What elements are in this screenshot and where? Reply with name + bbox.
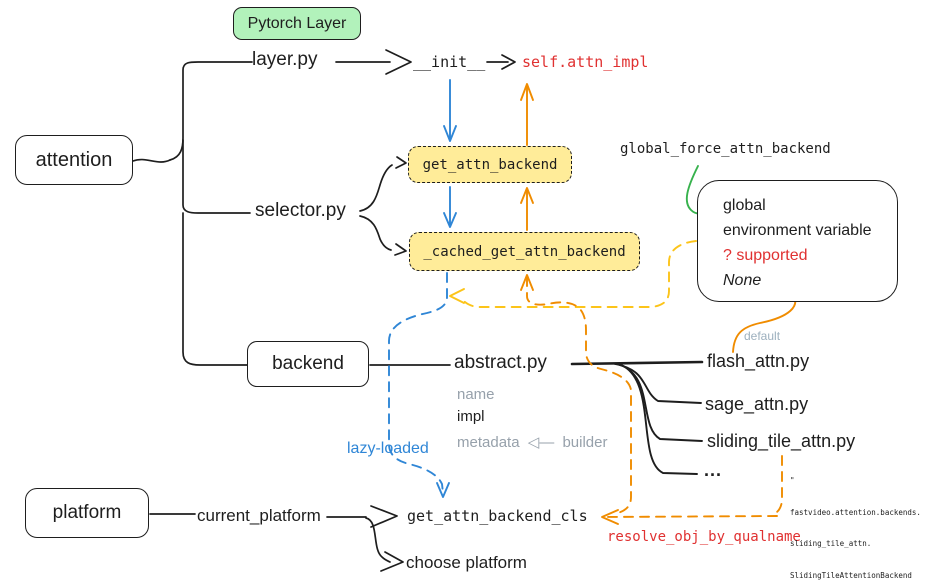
resolve-obj-by-qualname-label: resolve_obj_by_qualname bbox=[607, 529, 801, 545]
qualname-line-2: sliding_tile_attn. bbox=[790, 539, 872, 548]
abstract-children-connector bbox=[570, 360, 704, 475]
global-force-attn-backend-label: global_force_attn_backend bbox=[620, 141, 831, 157]
attention-label: attention bbox=[35, 148, 113, 171]
lazy-loaded-label: lazy-loaded bbox=[347, 440, 429, 457]
blue-lazy-connector bbox=[388, 272, 450, 498]
file-sliding-tile-attn: sliding_tile_attn.py bbox=[707, 431, 856, 451]
cached-get-attn-backend-label: _cached_get_attn_backend bbox=[423, 243, 626, 260]
pytorch-layer-label: Pytorch Layer bbox=[247, 14, 347, 32]
backend-label: backend bbox=[272, 353, 344, 374]
file-flash-attn: flash_attn.py bbox=[707, 351, 810, 371]
blue-call-arrows bbox=[443, 79, 457, 228]
member-metadata-label: metadata bbox=[457, 434, 520, 451]
platform-label: platform bbox=[52, 502, 122, 523]
get-attn-backend-label: get_attn_backend bbox=[422, 156, 558, 173]
backend-choices-box: global environment variable ? supported … bbox=[697, 180, 898, 302]
platform-fork-connector bbox=[149, 505, 404, 572]
choice-global: global bbox=[723, 197, 766, 214]
get-attn-backend-cls-label: get_attn_backend_cls bbox=[407, 507, 588, 525]
current-platform-label: current_platform bbox=[197, 506, 321, 525]
orange-resolve-connector bbox=[520, 274, 783, 525]
init-to-attn-impl-arrow bbox=[486, 54, 516, 70]
attention-node: attention bbox=[15, 135, 133, 185]
member-impl-label: impl bbox=[457, 408, 485, 425]
member-name-label: name bbox=[457, 386, 495, 403]
backend-node: backend bbox=[247, 341, 369, 387]
default-label: default bbox=[744, 329, 781, 343]
selector-fork-connector bbox=[359, 156, 407, 256]
choice-none: None bbox=[723, 272, 762, 289]
yellow-choice-connector bbox=[449, 240, 697, 308]
get-attn-backend-node: get_attn_backend bbox=[408, 146, 572, 183]
file-ellipsis: ... bbox=[704, 460, 723, 480]
choose-platform-label: choose platform bbox=[406, 553, 527, 572]
abstract-py-label: abstract.py bbox=[454, 352, 547, 373]
file-sage-attn: sage_attn.py bbox=[705, 394, 809, 414]
layer-py-label: layer.py bbox=[252, 49, 318, 70]
member-metadata-row: metadata ◁— builder bbox=[457, 433, 607, 451]
qualname-open-quote: " bbox=[790, 476, 795, 485]
choice-environment-variable: environment variable bbox=[723, 222, 872, 239]
selector-py-label: selector.py bbox=[255, 200, 346, 221]
orange-return-arrows bbox=[520, 83, 534, 231]
choice-supported: ? supported bbox=[723, 247, 808, 264]
cached-get-attn-backend-node: _cached_get_attn_backend bbox=[409, 232, 640, 271]
qualname-line-3: SlidingTileAttentionBackend bbox=[790, 570, 912, 580]
builder-label: builder bbox=[562, 434, 608, 451]
layer-to-init-arrow bbox=[335, 49, 412, 75]
qualname-line-1: fastvideo.attention.backends. bbox=[790, 507, 921, 517]
pytorch-layer-badge: Pytorch Layer bbox=[233, 7, 361, 40]
init-label: __init__ bbox=[413, 53, 486, 71]
self-attn-impl-label: self.attn_impl bbox=[522, 53, 649, 71]
platform-node: platform bbox=[25, 488, 149, 538]
qualname-string-block: " fastvideo.attention.backends. sliding_… bbox=[790, 455, 921, 583]
attention-tree-connector bbox=[132, 61, 253, 366]
builder-pointer-icon: ◁— bbox=[527, 434, 555, 451]
